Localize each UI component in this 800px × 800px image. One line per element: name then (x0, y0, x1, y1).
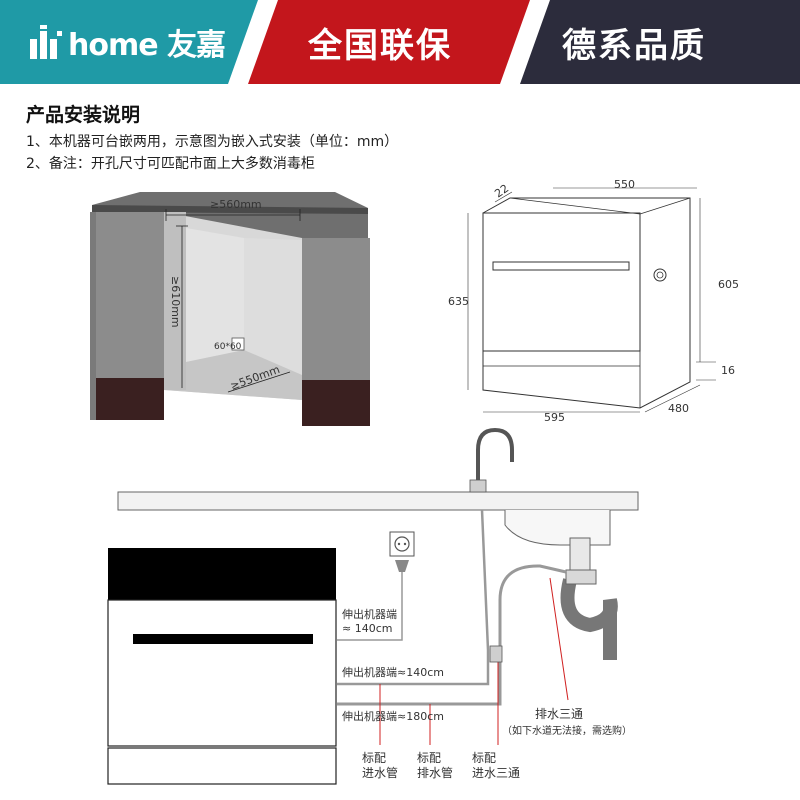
dim-side-depth: 480 (668, 402, 689, 415)
std-tee-label-1: 标配 (472, 751, 496, 765)
cable-hole (231, 337, 245, 351)
kitchen-countertop (117, 491, 639, 511)
std-drain-label-2: 排水管 (417, 765, 453, 780)
std-drain-label-1: 标配 (417, 751, 441, 765)
cutout-width-label: ≥560mm (210, 198, 262, 211)
drain-length-label: 伸出机器端≈180cm (342, 709, 444, 723)
dim-top-width: 550 (614, 178, 635, 191)
hole-size-label: 60*60 (214, 342, 242, 352)
dim-front-width: 595 (544, 411, 565, 424)
power-length-label: 伸出机器端 (342, 607, 397, 621)
slogan-quality: 德系品质 (562, 26, 706, 66)
faucet-icon (476, 427, 514, 490)
power-length-value: ≈ 140cm (342, 622, 392, 635)
drain-tee-pointer (549, 577, 569, 701)
inlet-tee-fitting (489, 645, 503, 663)
drain-hose (337, 564, 567, 706)
right-cabinet (302, 238, 370, 388)
std-tee-label-2: 进水三通 (472, 766, 520, 780)
dishwasher-handle (133, 634, 313, 644)
inlet-hose (337, 509, 490, 686)
inlet-length-label: 伸出机器端≈140cm (342, 665, 444, 679)
brand-mark-icon (30, 25, 64, 59)
dishwasher-door (107, 599, 337, 747)
cutout-height-label: ≥610mm (169, 276, 182, 328)
drain-tee-note: （如下水道无法接，需选购） (502, 724, 632, 737)
std-inlet-label-1: 标配 (362, 751, 386, 765)
dishwasher-control-panel (108, 548, 336, 600)
header-banner: home 友嘉 全国联保 德系品质 (0, 0, 800, 84)
install-note-2: 2、备注：开孔尺寸可匹配市面上大多数消毒柜 (26, 156, 315, 172)
power-plug-icon (395, 560, 409, 572)
drain-tee-label: 排水三通 (535, 707, 583, 721)
side-inlet-icon (653, 268, 667, 282)
left-cabinet (90, 212, 164, 382)
dishwasher-kickplate (107, 747, 337, 785)
p-trap-icon (560, 578, 618, 660)
power-cable (337, 572, 403, 641)
brand-name: home 友嘉 (68, 28, 226, 63)
sink-basin (504, 510, 611, 546)
dim-base-height: 16 (721, 364, 735, 377)
banner-background (0, 0, 800, 84)
dim-body-height: 605 (718, 278, 739, 291)
section-title: 产品安装说明 (26, 104, 141, 126)
power-socket-icon (389, 531, 415, 557)
install-note-1: 1、本机器可台嵌两用，示意图为嵌入式安装（单位：mm） (26, 134, 399, 150)
door-handle (492, 261, 630, 271)
dim-total-height: 635 (448, 295, 469, 308)
brand-logo-block: home 友嘉 (30, 22, 226, 63)
slogan-warranty: 全国联保 (308, 26, 452, 66)
std-inlet-label-2: 进水管 (362, 765, 398, 780)
